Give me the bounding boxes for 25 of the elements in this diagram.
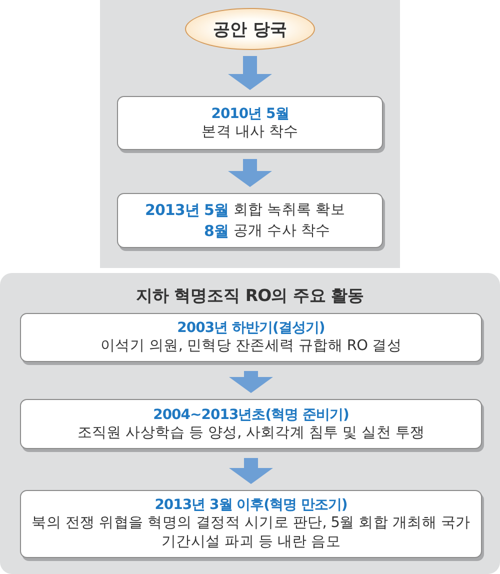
- date-text: 2013년 3월 이후(혁명 만조기): [154, 496, 348, 514]
- description-text: 본격 내사 착수: [202, 122, 298, 142]
- stage-box: [20, 490, 482, 558]
- date-text: 2010년 5월: [211, 104, 289, 122]
- description-text: 공개 수사 착수: [233, 222, 332, 240]
- stage-box: [20, 313, 482, 362]
- date-text: 2013년 5월: [145, 200, 228, 220]
- arrow: [228, 56, 272, 90]
- stage-box: [20, 399, 482, 449]
- description-text: 북의 전쟁 위협을 혁명의 결정적 시기로 판단, 5월 회합 개최해 국가 기간시설 파괴 등 내란 음모: [31, 514, 471, 552]
- event-box: [117, 193, 383, 248]
- event-box: [117, 96, 383, 150]
- arrow: [229, 458, 273, 484]
- description-text: 이석기 의원, 민혁당 잔존세력 규합해 RO 결성: [100, 337, 402, 356]
- date-text: 2003년 하반기(결성기): [177, 319, 325, 337]
- agency-label: 공안 당국: [213, 18, 287, 40]
- activity-panel: [0, 273, 500, 574]
- arrow: [228, 159, 272, 187]
- description-text: 조직원 사상학습 등 양성, 사회각계 침투 및 실천 투쟁: [77, 424, 425, 442]
- panel-background: [100, 0, 400, 268]
- description-text: 회합 녹취록 확보: [233, 200, 345, 220]
- arrow: [229, 371, 273, 393]
- date-text: 2004~2013년초(혁명 준비기): [153, 406, 349, 424]
- panel-title: 지하 혁명조직 RO의 주요 활동: [134, 285, 366, 307]
- date-text: 8월: [203, 222, 228, 240]
